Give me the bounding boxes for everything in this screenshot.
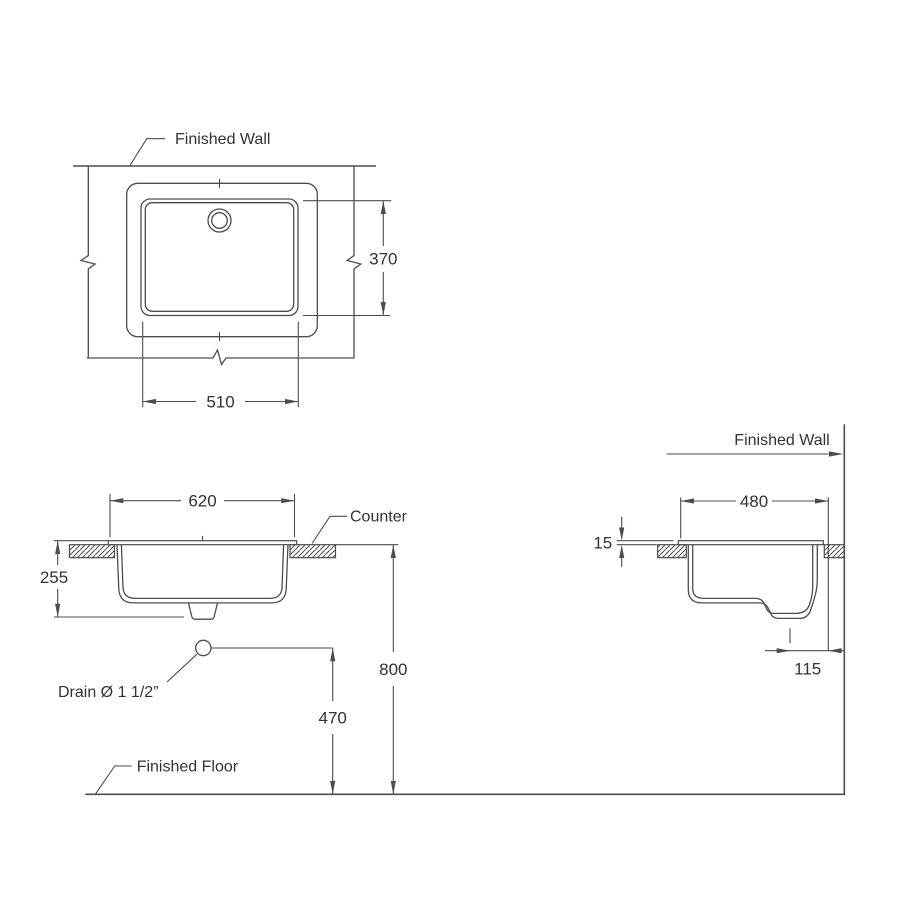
overflow-hole-icon [207,208,232,233]
arrow-left-icon [142,398,156,405]
drain-leader [166,653,198,683]
sink-rim-side [677,540,824,546]
counter-label: Counter [350,509,408,526]
dim-drain-height: 470 [319,648,347,795]
arrow-left-icon [680,498,694,504]
side-view: Finished Wall 480 15 [593,424,846,795]
dim-rim-depth: 480 [680,492,829,651]
bowl-inner-side [692,544,814,615]
arrow-up-icon [390,544,396,558]
counter-section-left [68,544,116,559]
dim-counter-height: 800 [379,544,407,795]
arrow-right-icon [281,498,295,504]
arrow-right-icon [829,451,844,457]
wall-leader-top-view [129,138,165,166]
drain-boss-front [187,602,219,620]
wall-label-side-view: Finished Wall [734,432,829,449]
bowl-inner-front [120,544,285,600]
dim-cutout-width: 510 [142,321,299,412]
counter-front-edge [87,348,355,367]
dim-drain-offset: 115 [765,648,845,679]
top-view: Finished Wall 370 [73,131,397,412]
arrow-right-icon [815,498,829,504]
drain-point-icon [194,639,212,657]
dim-text-620: 620 [188,492,216,511]
counter-left-edge [79,166,97,358]
dim-bowl-depth: 255 [40,540,184,618]
dim-text-480: 480 [740,492,768,511]
counter-section-left-side [657,544,687,559]
overflow-hole-inner-icon [211,212,228,229]
arrow-down-icon [390,781,396,795]
dim-text-800: 800 [379,660,407,679]
dim-cutout-depth: 370 [303,200,397,317]
bowl-outer-front [116,544,289,604]
arrow-up-icon [330,648,336,662]
drain-label: Drain Ø 1 1/2” [58,684,158,701]
sink-rim-inner [144,202,295,312]
dim-text-370: 370 [369,250,397,269]
counter-section-right [289,544,337,559]
dim-rim-width: 620 [109,492,296,537]
counter-section-right-side [823,544,845,559]
counter-right-edge [345,166,363,358]
arrow-down-icon [619,527,625,541]
floor-leader [94,765,132,795]
dim-text-470: 470 [319,709,347,728]
dim-rim-lip: 15 [593,516,674,567]
arrow-left-icon [828,648,842,654]
dim-text-15: 15 [593,533,612,552]
arrow-up-icon [619,544,625,558]
dim-text-255: 255 [40,568,68,587]
dim-text-115: 115 [794,660,821,679]
sink-cutout [126,182,318,338]
bowl-outer-side [687,544,818,620]
arrow-left-icon [110,498,124,504]
sink-rim-outer [140,198,299,317]
arrow-down-icon [330,781,336,795]
arrow-down-icon [380,302,386,316]
counter-leader [311,515,347,544]
arrow-up-icon [55,540,61,554]
arrow-right-icon [776,648,790,654]
front-view: 620 Counter 255 Drain Ø 1 1/2” [40,492,846,796]
dim-text-510: 510 [206,393,234,412]
sink-rim-front [107,540,298,546]
wall-label-top-view: Finished Wall [175,131,270,148]
arrow-up-icon [380,200,386,214]
arrow-down-icon [55,603,61,617]
floor-label: Finished Floor [137,759,239,776]
arrow-right-icon [285,398,299,405]
